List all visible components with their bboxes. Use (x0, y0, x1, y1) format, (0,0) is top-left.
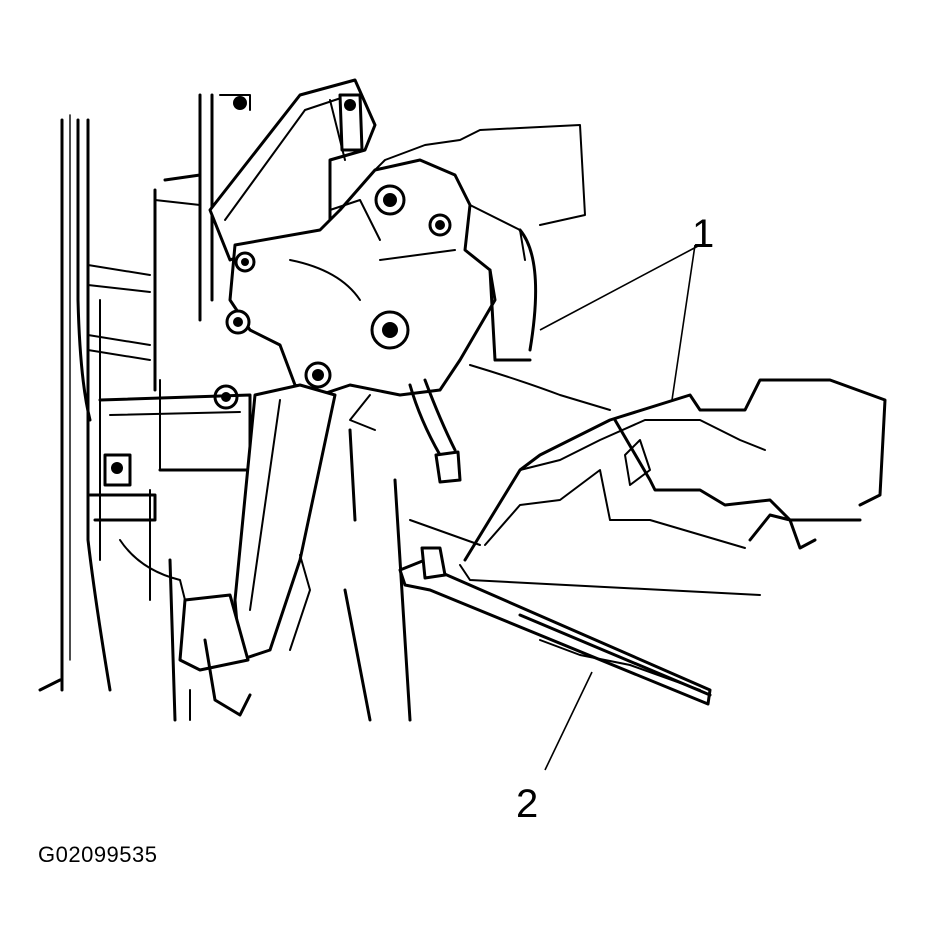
pedal-bracket (213, 124, 586, 410)
pedal-rod (398, 546, 712, 706)
linkage-cable (343, 378, 462, 722)
right-pedal-assembly (409, 364, 887, 596)
callout-leaders (539, 244, 701, 771)
figure-id: G02099535 (38, 842, 158, 867)
firewall-panel (149, 93, 251, 722)
left-pillar (38, 114, 151, 692)
callout-label-1: 1 (692, 212, 715, 256)
upper-bracket (208, 78, 377, 262)
callout-label-2: 2 (516, 782, 539, 826)
pedal-arm (178, 383, 337, 717)
